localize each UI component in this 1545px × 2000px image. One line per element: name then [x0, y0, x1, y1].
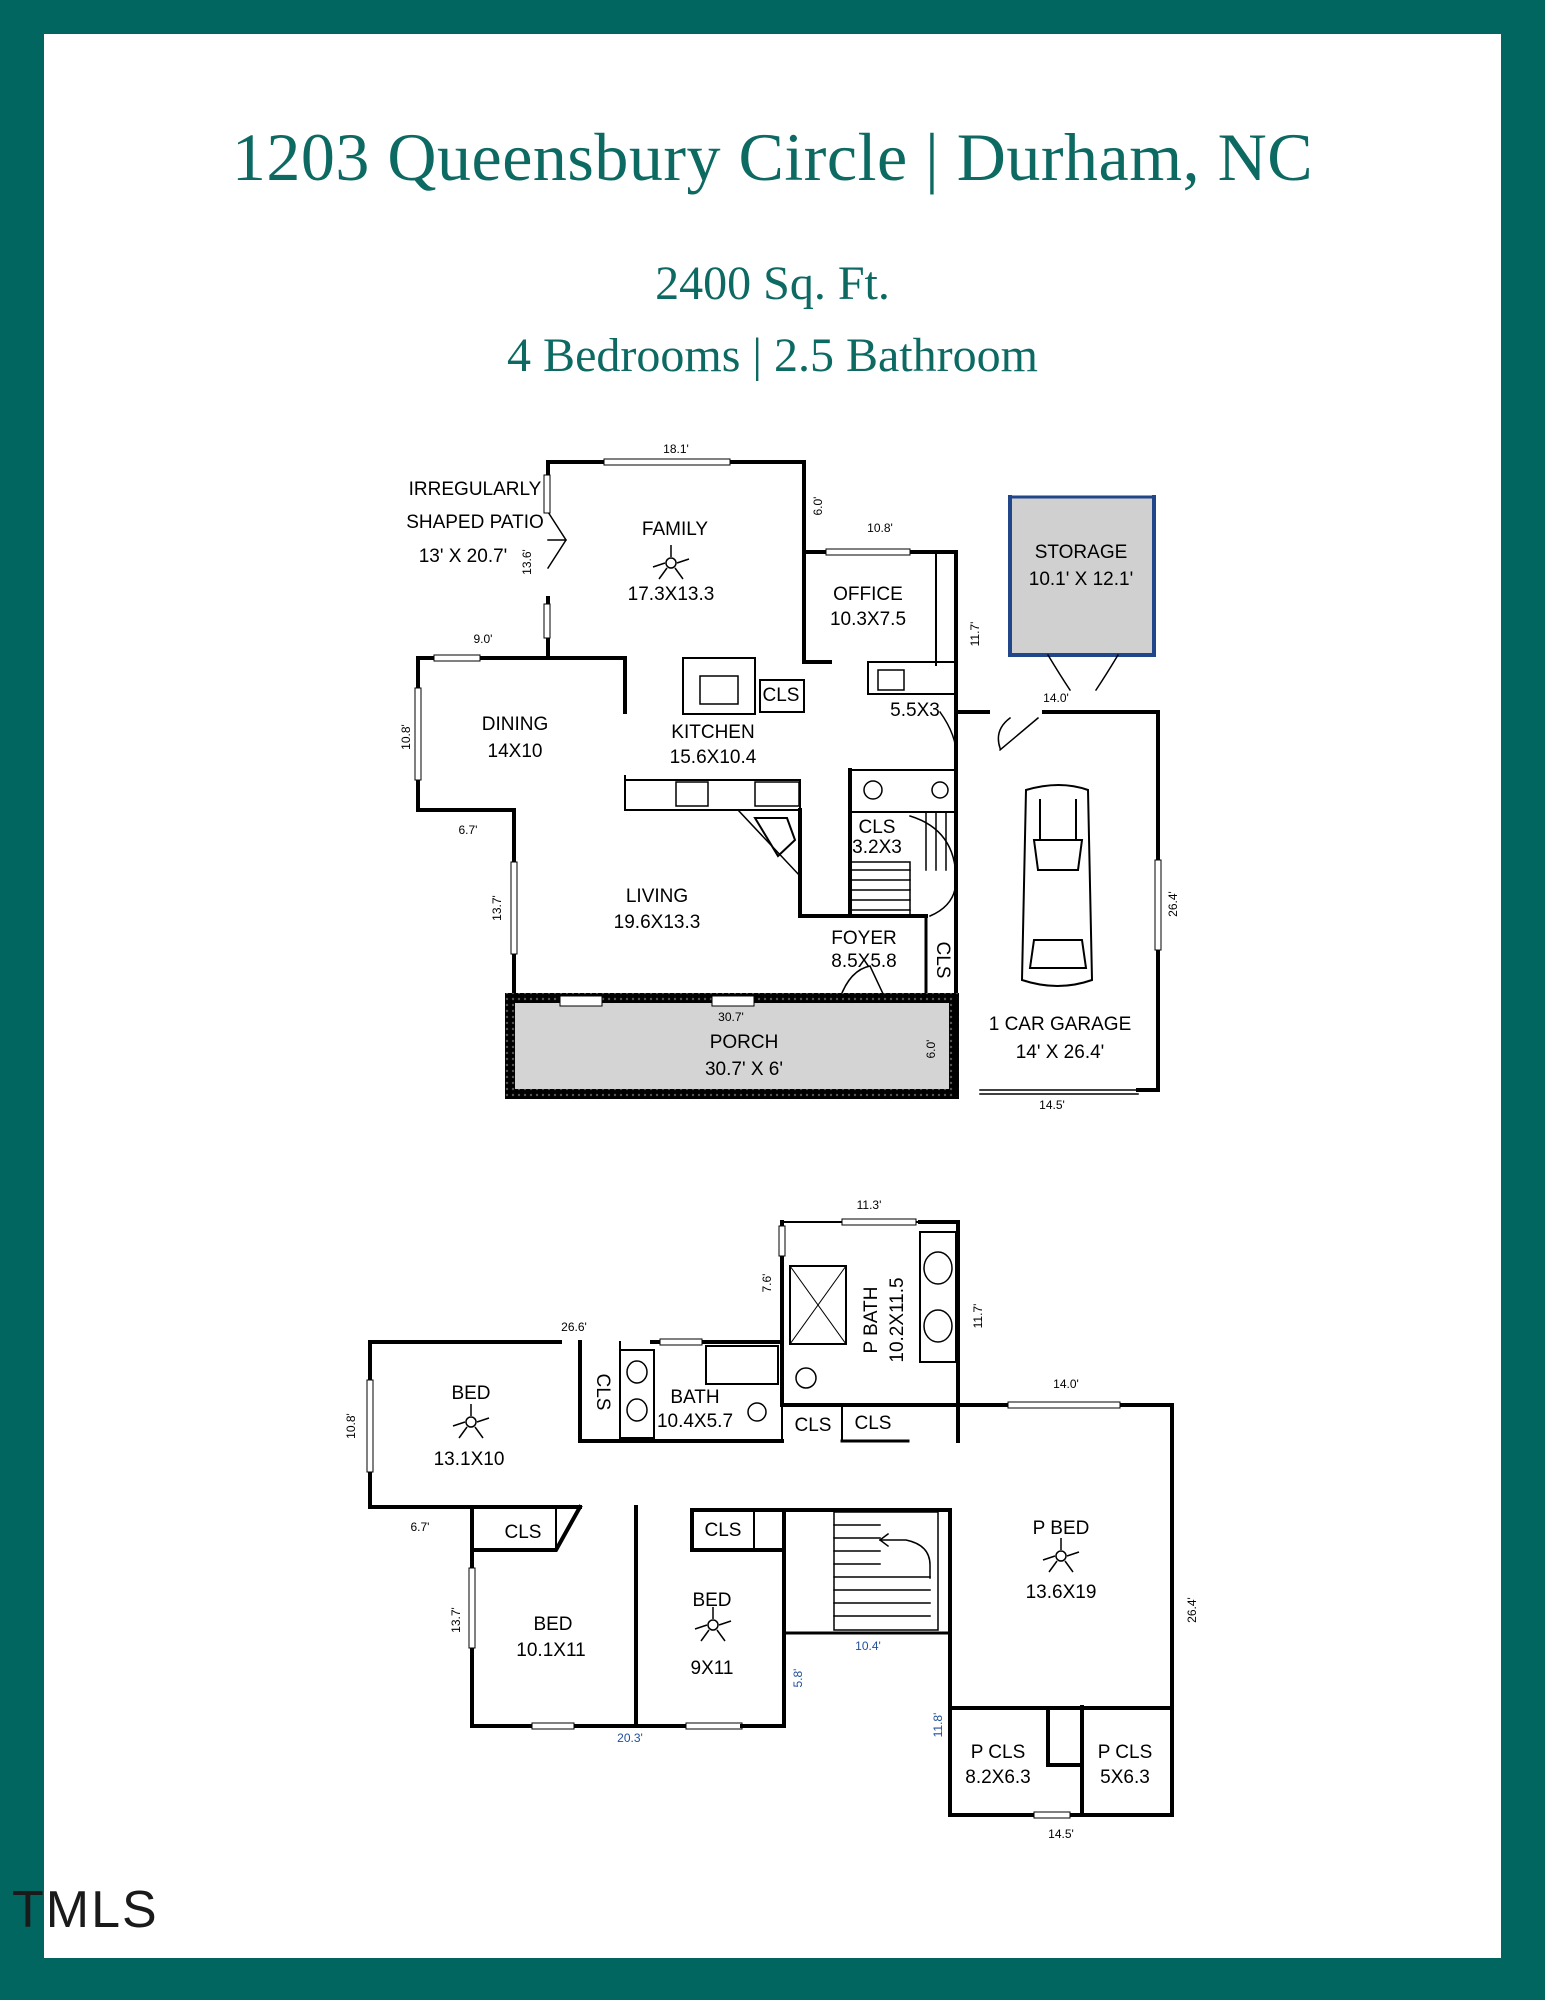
- dim-bed3-side: 5.8': [791, 1669, 805, 1688]
- room-label-cls-c: CLS: [855, 1413, 892, 1434]
- dim-pbath-side: 7.6': [760, 1274, 774, 1293]
- room-label-foyer-cls: CLS: [932, 942, 953, 979]
- room-dim-pbath: 10.2X11.5: [887, 1277, 908, 1362]
- room-label-patio-dim: 13' X 20.7': [419, 546, 508, 567]
- dim-bed1-side: 10.8': [344, 1413, 358, 1439]
- property-address: 1203 Queensbury Circle | Durham, NC: [231, 119, 1314, 195]
- room-dim-bed1: 13.1X10: [434, 1449, 505, 1470]
- room-dim-porch: 30.7' X 6': [705, 1059, 783, 1080]
- room-dim-office: 10.3X7.5: [830, 609, 906, 630]
- dim-pbed-side: 26.4': [1185, 1597, 1199, 1623]
- room-dim-bed2: 10.1X11: [516, 1640, 585, 1661]
- room-dim-half-bath-cls: 3.2X3: [852, 837, 902, 858]
- storage-room: [1008, 495, 1156, 657]
- dim-dining-bottom: 6.7': [459, 823, 478, 837]
- room-label-porch: PORCH: [710, 1032, 779, 1053]
- room-label-garage: 1 CAR GARAGE: [989, 1014, 1132, 1035]
- room-label-cls-d: CLS: [505, 1522, 542, 1543]
- porch: [510, 998, 954, 1094]
- dim-pcls-bottom: 14.5': [1048, 1827, 1074, 1841]
- mls-watermark: TMLS: [12, 1881, 159, 1939]
- room-dim-dining: 14X10: [488, 741, 543, 762]
- first-floor: [414, 458, 1162, 1099]
- dim-dining-top: 9.0': [474, 632, 493, 646]
- dim-pcls-side: 11.8': [931, 1713, 945, 1738]
- room-label-patio: IRREGULARLY: [409, 479, 542, 500]
- dim-bed1-bottom: 6.7': [411, 1520, 430, 1534]
- room-label-cls-b: CLS: [795, 1415, 832, 1436]
- room-label-kitchen-cls: CLS: [763, 685, 800, 706]
- second-floor: [366, 1218, 1174, 1819]
- room-label-pbed: P BED: [1033, 1518, 1090, 1539]
- room-dim-garage: 14' X 26.4': [1016, 1042, 1105, 1063]
- room-dim-kitchen: 15.6X10.4: [670, 747, 757, 768]
- dim-porch-side: 6.0': [924, 1040, 938, 1059]
- room-dim-bath: 10.4X5.7: [657, 1411, 733, 1432]
- room-dim-pcls2: 5X6.3: [1100, 1767, 1150, 1788]
- dim-patio-door: 13.6': [520, 549, 534, 575]
- dim-bed2-side: 13.7': [449, 1607, 463, 1633]
- room-label-pcls2: P CLS: [1098, 1742, 1153, 1763]
- dim-living-side: 13.7': [490, 895, 504, 921]
- room-dim-pcls1: 8.2X6.3: [965, 1767, 1031, 1788]
- room-dim-bed3: 9X11: [691, 1658, 734, 1679]
- dim-porch-top: 30.7': [718, 1010, 744, 1024]
- room-label-office: OFFICE: [833, 584, 903, 605]
- dim-family-side: 6.0': [811, 497, 825, 516]
- room-label-family: FAMILY: [642, 519, 708, 540]
- dim-family-top: 18.1': [663, 442, 689, 456]
- room-dim-foyer: 8.5X5.8: [831, 951, 897, 972]
- dim-bottom: 20.3': [617, 1731, 643, 1745]
- room-label-living: LIVING: [626, 886, 688, 907]
- room-label-bed3: BED: [692, 1590, 731, 1611]
- room-label-bed1: BED: [451, 1383, 490, 1404]
- dim-stairs: 10.4': [855, 1639, 881, 1653]
- room-dim-pbed: 13.6X19: [1026, 1582, 1097, 1603]
- room-dim-living: 19.6X13.3: [614, 912, 701, 933]
- room-label-pcls1: P CLS: [971, 1742, 1026, 1763]
- room-label-cls-e: CLS: [705, 1520, 742, 1541]
- dim-office-side: 11.7': [968, 622, 982, 647]
- dim-office-top: 10.8': [867, 521, 893, 535]
- room-label-bed2: BED: [533, 1614, 572, 1635]
- dim-bed-top: 26.6': [561, 1320, 587, 1334]
- room-label-pbath: P BATH: [861, 1287, 882, 1354]
- room-label-half-bath-cls: CLS: [859, 817, 896, 838]
- dim-pbed-top: 14.0': [1053, 1377, 1079, 1391]
- room-dim-laundry: 5.5X3: [890, 700, 940, 721]
- dim-garage-side: 26.4': [1166, 891, 1180, 917]
- dim-pbath-right: 11.7': [971, 1304, 985, 1329]
- room-count: 4 Bedrooms | 2.5 Bathroom: [507, 329, 1038, 382]
- room-label-dining: DINING: [482, 714, 549, 735]
- dim-garage-bottom: 14.5': [1039, 1098, 1065, 1112]
- room-dim-family: 17.3X13.3: [628, 584, 715, 605]
- room-label-patio-2: SHAPED PATIO: [406, 512, 544, 533]
- square-footage: 2400 Sq. Ft.: [655, 257, 890, 310]
- room-label-foyer: FOYER: [831, 928, 896, 949]
- room-label-bath: BATH: [670, 1387, 719, 1408]
- dim-storage-bottom: 14.0': [1043, 691, 1069, 705]
- room-dim-storage: 10.1' X 12.1': [1029, 569, 1133, 590]
- room-label-storage: STORAGE: [1035, 542, 1128, 563]
- dim-dining-side: 10.8': [399, 724, 413, 750]
- room-label-cls-a: CLS: [592, 1374, 613, 1411]
- dim-pbath-top: 11.3': [857, 1198, 882, 1212]
- room-label-kitchen: KITCHEN: [671, 722, 754, 743]
